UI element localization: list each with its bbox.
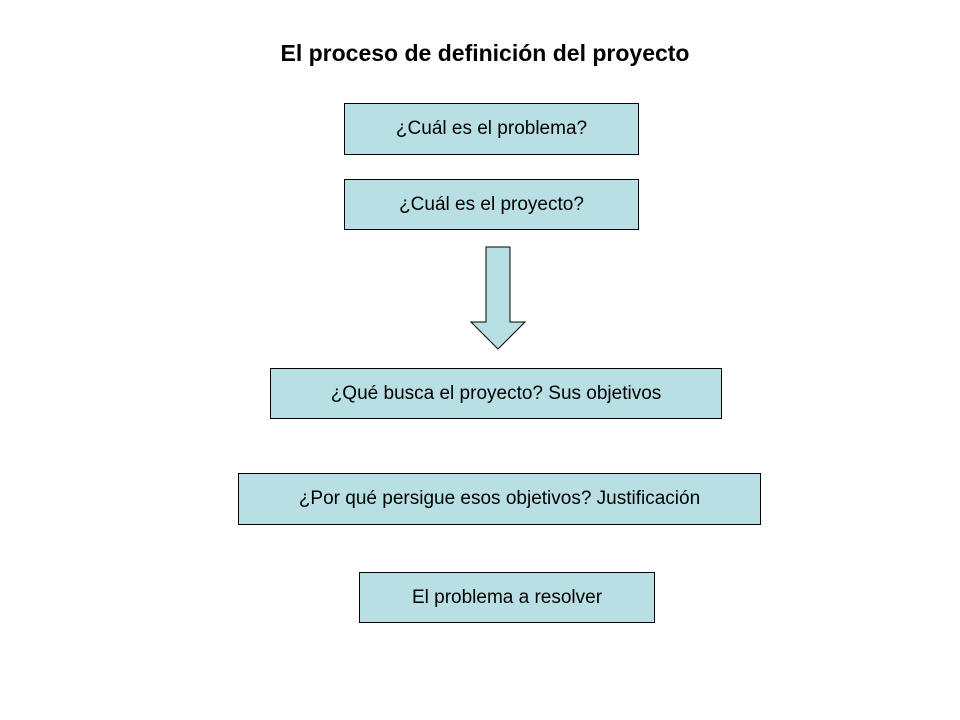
box-por-que-persigue-objetivos: ¿Por qué persigue esos objetivos? Justif… [238,473,761,525]
box-label: El problema a resolver [411,586,603,608]
box-label: ¿Por qué persigue esos objetivos? Justif… [298,488,701,509]
arrow-down-icon [470,246,526,350]
box-que-busca-el-proyecto: ¿Qué busca el proyecto? Sus objetivos [270,368,722,419]
box-cual-es-el-proyecto: ¿Cuál es el proyecto? [344,179,639,230]
box-cual-es-el-problema: ¿Cuál es el problema? [344,103,639,155]
arrow-shape [470,246,526,350]
box-label: ¿Cuál es el problema? [395,118,588,139]
diagram-title: El proceso de definición del proyecto [280,40,690,66]
box-label: ¿Cuál es el proyecto? [399,193,584,215]
box-el-problema-a-resolver: El problema a resolver [359,572,655,623]
box-label: ¿Qué busca el proyecto? Sus objetivos [330,382,662,404]
